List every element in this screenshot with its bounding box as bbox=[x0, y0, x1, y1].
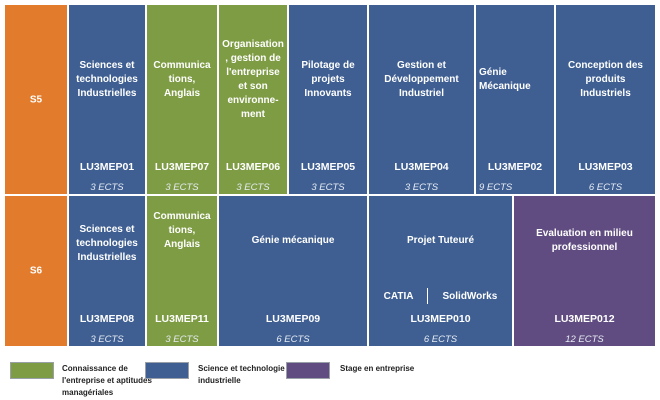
module-lu3mep11: Communica tions, Anglais LU3MEP11 3 ECTS bbox=[146, 195, 218, 347]
module-title: Génie Mécanique bbox=[479, 67, 531, 92]
module-lu3mep04: Gestion et Développement Industriel LU3M… bbox=[368, 4, 475, 195]
module-ects: 3 ECTS bbox=[90, 182, 124, 193]
semester-s6-label: S6 bbox=[4, 195, 68, 347]
module-code: LU3MEP02 bbox=[487, 161, 543, 173]
module-title: Projet Tuteuré bbox=[406, 235, 475, 246]
module-lu3mep05: Pilotage de projets Innovants LU3MEP05 3… bbox=[288, 4, 368, 195]
tool-solidworks: SolidWorks bbox=[442, 290, 498, 302]
module-title: Communica tions, Anglais bbox=[153, 211, 211, 250]
tool-separator bbox=[427, 288, 429, 304]
module-code: LU3MEP010 bbox=[410, 313, 471, 325]
module-lu3mep09: Génie mécanique LU3MEP09 6 ECTS bbox=[218, 195, 368, 347]
module-ects: 3 ECTS bbox=[311, 182, 345, 193]
legend-label-internship: Stage en entreprise bbox=[340, 364, 415, 373]
semester-s5-text: S5 bbox=[29, 94, 43, 105]
tool-catia: CATIA bbox=[383, 290, 414, 302]
module-ects: 6 ECTS bbox=[423, 334, 458, 345]
module-title: Génie mécanique bbox=[251, 235, 335, 246]
module-ects: 6 ECTS bbox=[588, 182, 623, 193]
module-code: LU3MEP09 bbox=[265, 313, 321, 325]
semester-s5-label: S5 bbox=[4, 4, 68, 195]
module-lu3mep07: Communica tions, Anglais LU3MEP07 3 ECTS bbox=[146, 4, 218, 195]
module-code: LU3MEP08 bbox=[79, 313, 135, 325]
legend-label-science: Science et technologie industrielle bbox=[198, 364, 285, 385]
module-ects: 3 ECTS bbox=[236, 182, 270, 193]
module-code: LU3MEP04 bbox=[394, 161, 449, 173]
semester-s6-text: S6 bbox=[29, 265, 43, 277]
module-lu3mep06: Organisation , gestion de l'entreprise e… bbox=[218, 4, 288, 195]
module-title: Evaluation en milieu professionnel bbox=[536, 228, 633, 253]
module-ects: 3 ECTS bbox=[165, 182, 199, 193]
module-ects: 3 ECTS bbox=[90, 334, 124, 345]
module-ects: 12 ECTS bbox=[565, 334, 604, 345]
module-lu3mep012: Evaluation en milieu professionnel LU3ME… bbox=[513, 195, 656, 347]
module-code: LU3MEP11 bbox=[155, 313, 209, 325]
module-ects: 6 ECTS bbox=[276, 334, 310, 345]
software-tools: CATIA SolidWorks bbox=[369, 288, 512, 304]
module-lu3mep02: Génie Mécanique LU3MEP02 9 ECTS bbox=[475, 4, 555, 195]
module-lu3mep01: Sciences et technologies Industrielles L… bbox=[68, 4, 146, 195]
module-code: LU3MEP03 bbox=[578, 161, 633, 173]
module-code: LU3MEP05 bbox=[300, 161, 356, 173]
module-title: Sciences et technologies Industrielles bbox=[76, 223, 138, 263]
module-ects: 3 ECTS bbox=[404, 182, 439, 193]
module-title: Sciences et technologies Industrielles bbox=[76, 60, 138, 99]
module-ects: 3 ECTS bbox=[165, 334, 199, 345]
legend-swatch-management bbox=[10, 362, 54, 379]
module-title: Organisation , gestion de l'entreprise e… bbox=[222, 39, 284, 120]
module-title: Communica tions, Anglais bbox=[153, 60, 211, 99]
module-title: Pilotage de projets Innovants bbox=[301, 60, 355, 99]
module-lu3mep08: Sciences et technologies Industrielles L… bbox=[68, 195, 146, 347]
module-code: LU3MEP012 bbox=[554, 313, 615, 325]
legend-swatch-science bbox=[145, 362, 189, 379]
module-ects: 9 ECTS bbox=[479, 182, 513, 193]
module-code: LU3MEP01 bbox=[79, 161, 135, 173]
module-title: Conception des produits Industriels bbox=[567, 60, 643, 99]
legend-label-management: Connaissance de l'entreprise et aptitude… bbox=[62, 364, 152, 397]
module-code: LU3MEP07 bbox=[154, 161, 210, 173]
legend-swatch-internship bbox=[286, 362, 330, 379]
module-title: Gestion et Développement Industriel bbox=[384, 60, 459, 99]
module-code: LU3MEP06 bbox=[225, 161, 281, 173]
module-lu3mep010: Projet Tuteuré CATIA SolidWorks LU3MEP01… bbox=[368, 195, 513, 347]
module-lu3mep03: Conception des produits Industriels LU3M… bbox=[555, 4, 656, 195]
